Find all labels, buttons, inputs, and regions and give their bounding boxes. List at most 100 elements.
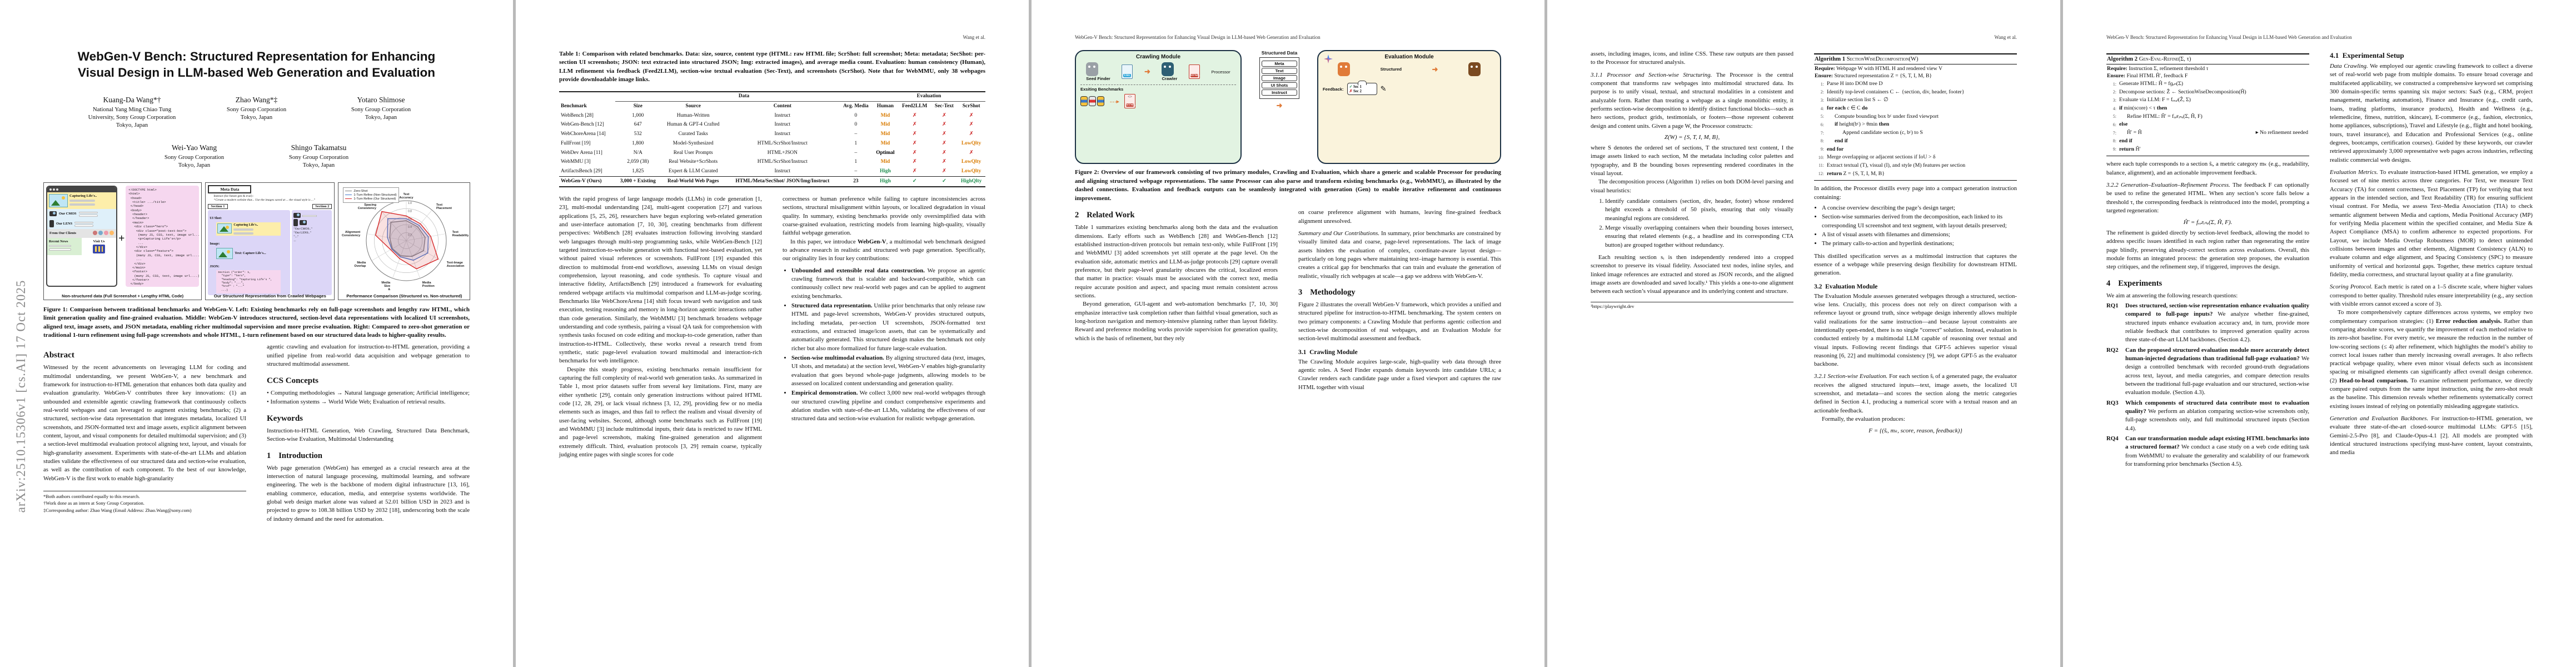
figure-1-panel-nonstructured: Capturing Life's.. Our CMOS Our LENS Fro…	[43, 182, 202, 300]
keywords-heading: Keywords	[267, 414, 303, 423]
dashed-arrow-icon: - - -▸	[1110, 98, 1119, 105]
algorithm-line: 11:Extract textual (T), visual (I), and …	[1818, 162, 1966, 168]
authors-row-1: Kuang-Da Wang*† National Yang Ming Chiao…	[43, 96, 470, 129]
page-header: Wang et al.	[1994, 34, 2017, 40]
evaluation-module-heading: 3.2 Evaluation Module	[1814, 283, 1878, 290]
structured-data-item: Instruct	[1262, 89, 1297, 96]
equation-zw: Z(W) = {S, T, I, M, B},	[1664, 133, 1720, 141]
paragraph: In addition, the Processor distills ever…	[1814, 185, 2017, 201]
algorithm-line: 6:if height(bᶜ) > θmin then	[1820, 121, 1890, 128]
author-block: Kuang-Da Wang*† National Yang Ming Chiao…	[88, 95, 176, 128]
paragraph: 3.2.1 Section-wise Evaluation. For each …	[1814, 373, 2017, 414]
figure-1: Capturing Life's.. Our CMOS Our LENS Fro…	[43, 182, 471, 300]
feedback-clipboard-icon: ✓ Sec 1 ✗ Sec 2	[1347, 81, 1377, 95]
lens-icon	[49, 220, 54, 227]
paragraph: Summary and Our Contributions. In summar…	[1298, 230, 1501, 280]
algorithm-line: 6:else	[2112, 121, 2128, 128]
authors-row-2: Wei-Yao Wang Sony Group Corporation Toky…	[43, 143, 470, 169]
page-header: WebGen-V Bench: Structured Representatio…	[2106, 34, 2352, 40]
legend-entry: 1-Turn Refine (Non-Structured)	[345, 193, 397, 197]
ui-shot-image	[217, 223, 232, 233]
algorithm-line: 10:Merge overlapping or adjacent section…	[1818, 154, 1936, 161]
structured-data-item: Text	[1262, 68, 1297, 74]
page5-right-column: 4.1 Experimental Setup Data Crawling. We…	[2330, 50, 2533, 457]
structured-data-item: Image	[1262, 75, 1297, 81]
table-1-caption: Table 1: Comparison with related benchma…	[559, 51, 985, 83]
research-question: RQ1 Does structured, section-wise repres…	[2106, 302, 2309, 344]
research-question: RQ2 Can the proposed structured evaluati…	[2106, 346, 2309, 396]
research-question: RQ4 Can our transformation module adapt …	[2106, 435, 2309, 468]
paragraph: Data Crawling. We employed our agentic c…	[2330, 63, 2533, 163]
mini-browser-screenshot: Capturing Life's.. Our CMOS Our LENS Fro…	[46, 185, 117, 287]
algorithm-line: 3:Evaluate via LLM: F = fₑᵥₐₗ(Ẑ, Σ)	[2112, 97, 2191, 103]
author-block: Yotaro Shimose Sony Group Corporation To…	[351, 95, 411, 121]
equation-feedback: F = {(ŝᵢ, mₖ, score, reason, feedback)}	[1869, 427, 1962, 435]
experimental-setup-heading: 4.1 Experimental Setup	[2330, 51, 2404, 59]
page1-left-column: Abstract Witnessed by the recent advance…	[43, 343, 246, 514]
page2-right-column: correctness or human preference while fa…	[783, 195, 985, 425]
contribution-bullets: Unbounded and extensible real data const…	[791, 267, 985, 424]
figure-1-caption: Figure 1: Comparison between traditional…	[43, 306, 470, 339]
algorithm-line: 12:return Z = {S, T, I, M, B}	[1818, 170, 1885, 177]
algorithm-line: 7:Append candidate section (c, bᶜ) to S	[1820, 130, 1923, 136]
page4-right-column: Algorithm 1 SectionWiseDecomposition(W) …	[1814, 50, 2017, 437]
svg-text:0.2: 0.2	[408, 233, 412, 237]
paragraph: where S denotes the ordered set of secti…	[1591, 144, 1793, 177]
paragraph: Beyond generation, GUI-agent and web-aut…	[1075, 301, 1278, 342]
paragraph: correctness or human preference while fa…	[783, 196, 985, 237]
paragraph: Figure 2 illustrates the overall WebGen-…	[1298, 301, 1501, 342]
paragraph: The decomposition process (Algorithm 1) …	[1591, 178, 1793, 194]
paragraph: We aim at answering the following resear…	[2106, 292, 2238, 299]
paragraph: This distilled specification serves as a…	[1814, 252, 2017, 277]
paragraph: With the rapid progress of large languag…	[559, 196, 762, 365]
decomposition-steps: Identify candidate containers (section, …	[1605, 197, 1793, 250]
algorithm-line: 4:for each c ∈ C do	[1820, 105, 1868, 112]
bullet-item: Section-wise multimodal evaluation. By a…	[791, 354, 985, 388]
structured-data-item: UI Shots	[1262, 82, 1297, 88]
seed-finder-robot-icon	[1086, 62, 1099, 76]
figure-2: Crawling Module Seed Finder URL ➜ Crawle…	[1075, 50, 1501, 164]
algorithm-line: 3:Initialize section list S ← ∅	[1820, 97, 1889, 103]
algorithm-line: 1:Parse H into DOM tree D	[1820, 81, 1883, 87]
bullet-item: Section-wise summaries derived from the …	[1822, 213, 2017, 230]
page-4: Wang et al. assets, including images, ic…	[1547, 0, 2060, 667]
panel-label: Our Structured Representation from Crawl…	[213, 293, 326, 298]
paragraph: where each tuple corresponds to a sectio…	[2106, 161, 2309, 176]
keywords-text: Instruction-to-HTML Generation, Web Craw…	[267, 427, 470, 443]
svg-text:1.0: 1.0	[408, 202, 412, 205]
paragraph: assets, including images, icons, and inl…	[1591, 51, 1793, 66]
algorithm-line: 2:Identify top-level containers C ← {sec…	[1820, 88, 1965, 95]
paragraph: Formally, the evaluation produces:	[1822, 416, 1905, 423]
bullet-item: Empirical demonstration. We collect 3,00…	[791, 389, 985, 423]
paragraph: To more comprehensively capture differen…	[2330, 309, 2533, 410]
browser-bar	[47, 186, 116, 192]
page-5: WebGen-V Bench: Structured Representatio…	[2063, 0, 2576, 667]
hero-image-placeholder	[49, 193, 68, 207]
svg-text:0.6: 0.6	[408, 218, 412, 221]
arxiv-watermark: arXiv:2510.15306v1 [cs.AI] 17 Oct 2025	[14, 280, 28, 513]
paper-title: WebGen-V Bench: Structured Representatio…	[77, 49, 436, 79]
bullet-item: The primary calls-to-action and hyperlin…	[1822, 240, 2017, 248]
algorithm-line: 5:Compute bounding box bᶜ under fixed vi…	[1820, 113, 1939, 120]
footnotes: *Both authors contributed equally to thi…	[43, 490, 246, 514]
html-code-block: <!DOCTYPE html><html> <head> <title> ...…	[126, 185, 200, 287]
figure-1-panel-structured: Meta Data Instruct (for future gen & eva…	[205, 182, 335, 300]
svg-text:0.4: 0.4	[408, 226, 412, 229]
paragraph: 3.1.1 Processor and Section-wise Structu…	[1591, 71, 1793, 130]
algorithm-line: 1:Generate HTML: Ĥ = fɡₑₙ(Σ)	[2112, 81, 2184, 87]
